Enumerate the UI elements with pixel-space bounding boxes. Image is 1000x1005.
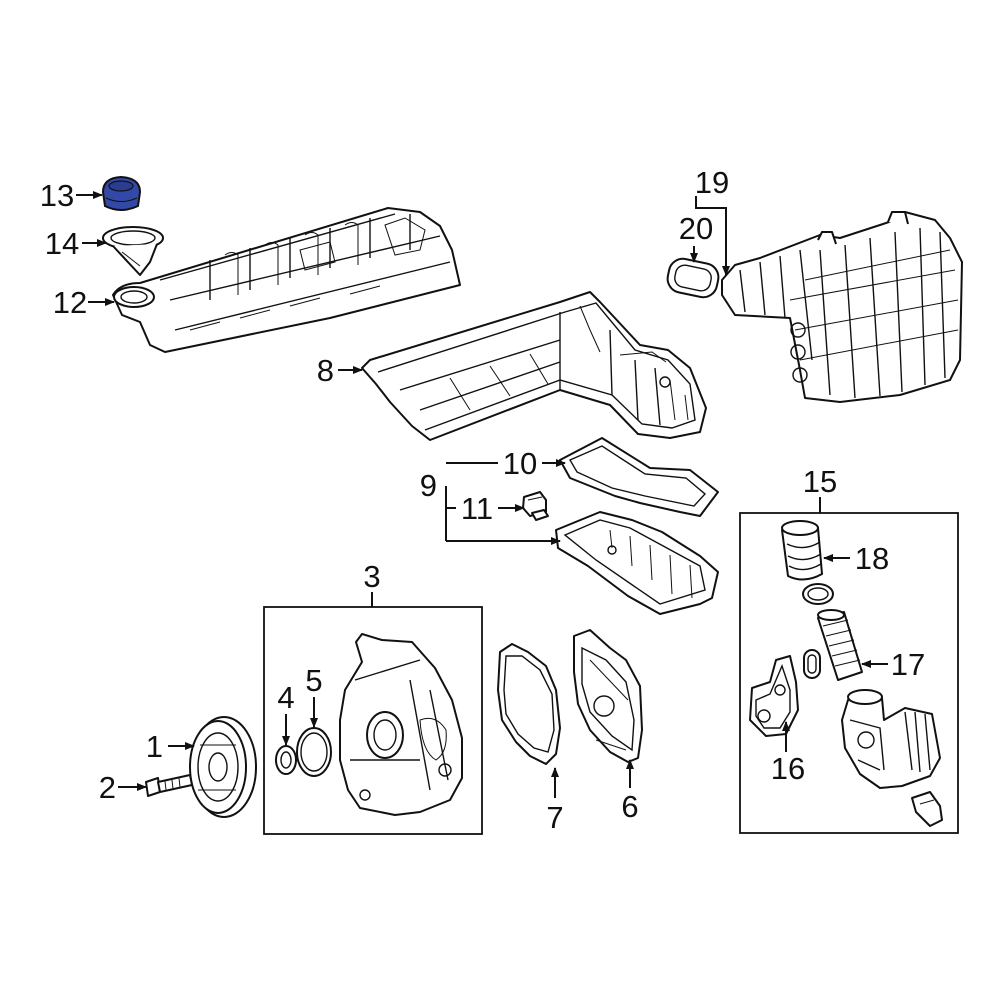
group-box-part-15 bbox=[739, 512, 959, 834]
oil-filter-cap-part-18[interactable] bbox=[781, 520, 823, 581]
bolt-part-2[interactable] bbox=[145, 774, 193, 797]
upper-oil-pan-part-8[interactable] bbox=[361, 291, 707, 441]
oil-filler-cap-part-13[interactable] bbox=[101, 175, 142, 211]
callout-10: 10 bbox=[503, 446, 537, 481]
intake-manifold-part-19[interactable] bbox=[721, 211, 963, 403]
callout-8: 8 bbox=[317, 353, 334, 388]
callout-11: 11 bbox=[461, 491, 493, 526]
seal-ring[interactable] bbox=[803, 649, 821, 679]
timing-cover-housing[interactable] bbox=[339, 633, 463, 816]
leader-part-19 bbox=[695, 196, 727, 265]
harmonic-balancer-part-1[interactable] bbox=[189, 716, 257, 818]
filter-oring[interactable] bbox=[802, 583, 834, 605]
front-cover-part-6[interactable] bbox=[573, 629, 643, 763]
cover-gasket-part-7[interactable] bbox=[497, 643, 561, 765]
callout-15: 15 bbox=[803, 464, 837, 499]
callout-13: 13 bbox=[40, 178, 74, 213]
callout-12: 12 bbox=[53, 285, 87, 320]
callout-1: 1 bbox=[146, 729, 163, 764]
lower-oil-pan[interactable] bbox=[555, 511, 719, 615]
callout-17: 17 bbox=[891, 647, 925, 682]
oring-part-5[interactable] bbox=[296, 727, 332, 777]
callout-3: 3 bbox=[363, 559, 380, 594]
oil-pan-gasket-part-10[interactable] bbox=[559, 437, 719, 517]
oil-filter-housing-gasket-part-16[interactable] bbox=[749, 655, 799, 737]
callout-5: 5 bbox=[305, 663, 322, 698]
oil-filter-element-part-17[interactable] bbox=[817, 609, 863, 681]
cylinder-head-cover-part-12[interactable] bbox=[112, 207, 461, 353]
manifold-gasket-part-20[interactable] bbox=[665, 256, 721, 300]
oil-pressure-sensor[interactable] bbox=[911, 791, 943, 827]
callout-9: 9 bbox=[420, 468, 437, 503]
callout-19: 19 bbox=[695, 165, 729, 200]
callout-18: 18 bbox=[855, 541, 889, 576]
callout-7: 7 bbox=[546, 800, 563, 835]
callout-4: 4 bbox=[277, 680, 294, 715]
seal-part-4[interactable] bbox=[275, 745, 297, 775]
oil-filter-housing-assembly[interactable] bbox=[841, 689, 941, 789]
callout-14: 14 bbox=[45, 226, 79, 261]
drain-plug-part-11[interactable] bbox=[522, 491, 549, 521]
callout-16: 16 bbox=[771, 751, 805, 786]
filler-neck-seal-part-14[interactable] bbox=[102, 226, 164, 276]
callout-6: 6 bbox=[621, 789, 638, 824]
callout-2: 2 bbox=[99, 770, 116, 805]
callout-20: 20 bbox=[679, 211, 713, 246]
